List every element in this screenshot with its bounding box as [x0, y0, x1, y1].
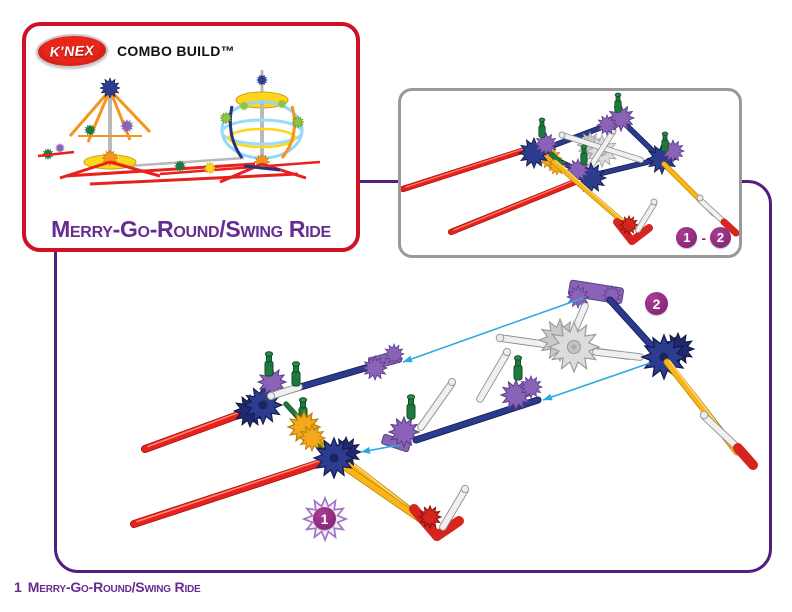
navy-rod — [606, 296, 662, 357]
step-2-parts — [360, 279, 758, 470]
green-clip-icon — [406, 394, 416, 420]
main-diagram — [130, 279, 758, 541]
green-rod — [548, 151, 564, 166]
step-range-separator: - — [701, 229, 706, 246]
green-clip-icon — [538, 117, 546, 138]
green-clip-icon — [580, 144, 588, 165]
assembly-arrow — [402, 297, 584, 363]
green-clip-icon — [614, 92, 622, 113]
product-photo — [30, 66, 352, 209]
red-foot-connector — [409, 506, 464, 541]
assembly-arrow — [360, 444, 400, 454]
red-rod-tip — [720, 218, 739, 237]
header-card: K'NEX COMBO BUILD™ — [22, 22, 360, 252]
step-1-assembly — [130, 344, 470, 541]
red-rod — [447, 178, 579, 236]
assembly-arrow — [542, 362, 651, 401]
model-title: Merry-Go-Round/Swing Ride — [51, 216, 331, 242]
step-range: 1 - 2 — [676, 227, 731, 248]
page-footer: 1 Merry-Go-Round/Swing Ride — [14, 579, 201, 595]
green-clip-icon — [661, 131, 669, 152]
brand-row: K'NEX COMBO BUILD™ — [35, 32, 235, 70]
preview-illustration — [401, 92, 739, 245]
green-clip-icon — [264, 351, 274, 377]
white-rod — [696, 194, 727, 225]
step-2-badge: 2 — [645, 292, 668, 315]
step-range-from-badge: 1 — [676, 227, 698, 248]
white-rod — [417, 377, 457, 431]
knex-logo: K'NEX — [35, 32, 109, 70]
purple-wing-connector — [363, 344, 404, 380]
yellow-rod — [551, 159, 633, 231]
white-rod — [476, 347, 512, 403]
white-rod — [635, 198, 658, 233]
step-1-badge-number: 1 — [313, 507, 336, 530]
red-foot-connector — [613, 216, 653, 245]
green-clip-icon — [513, 355, 523, 381]
navy-gear-connector — [314, 437, 361, 478]
series-label: COMBO BUILD™ — [117, 43, 235, 59]
white-rod — [592, 348, 644, 361]
silver-gear-connector — [539, 319, 599, 372]
white-rod — [699, 410, 742, 452]
knex-logo-text: K'NEX — [49, 42, 95, 60]
step-1-badge: 1 — [301, 495, 349, 543]
navy-gear-connector — [234, 386, 282, 427]
page-number: 1 — [14, 579, 22, 595]
red-rod — [130, 455, 336, 528]
white-rod — [439, 484, 470, 531]
step-range-to-badge: 2 — [710, 227, 731, 248]
white-rod — [266, 383, 303, 401]
footer-title: Merry-Go-Round/Swing Ride — [27, 579, 201, 595]
white-rod — [586, 127, 617, 172]
green-clip-icon — [291, 361, 301, 387]
step-2-sub-assembly — [381, 347, 542, 452]
preview-card: 1 - 2 — [398, 88, 742, 258]
red-rod-tip — [733, 443, 758, 470]
red-rod — [401, 144, 535, 193]
